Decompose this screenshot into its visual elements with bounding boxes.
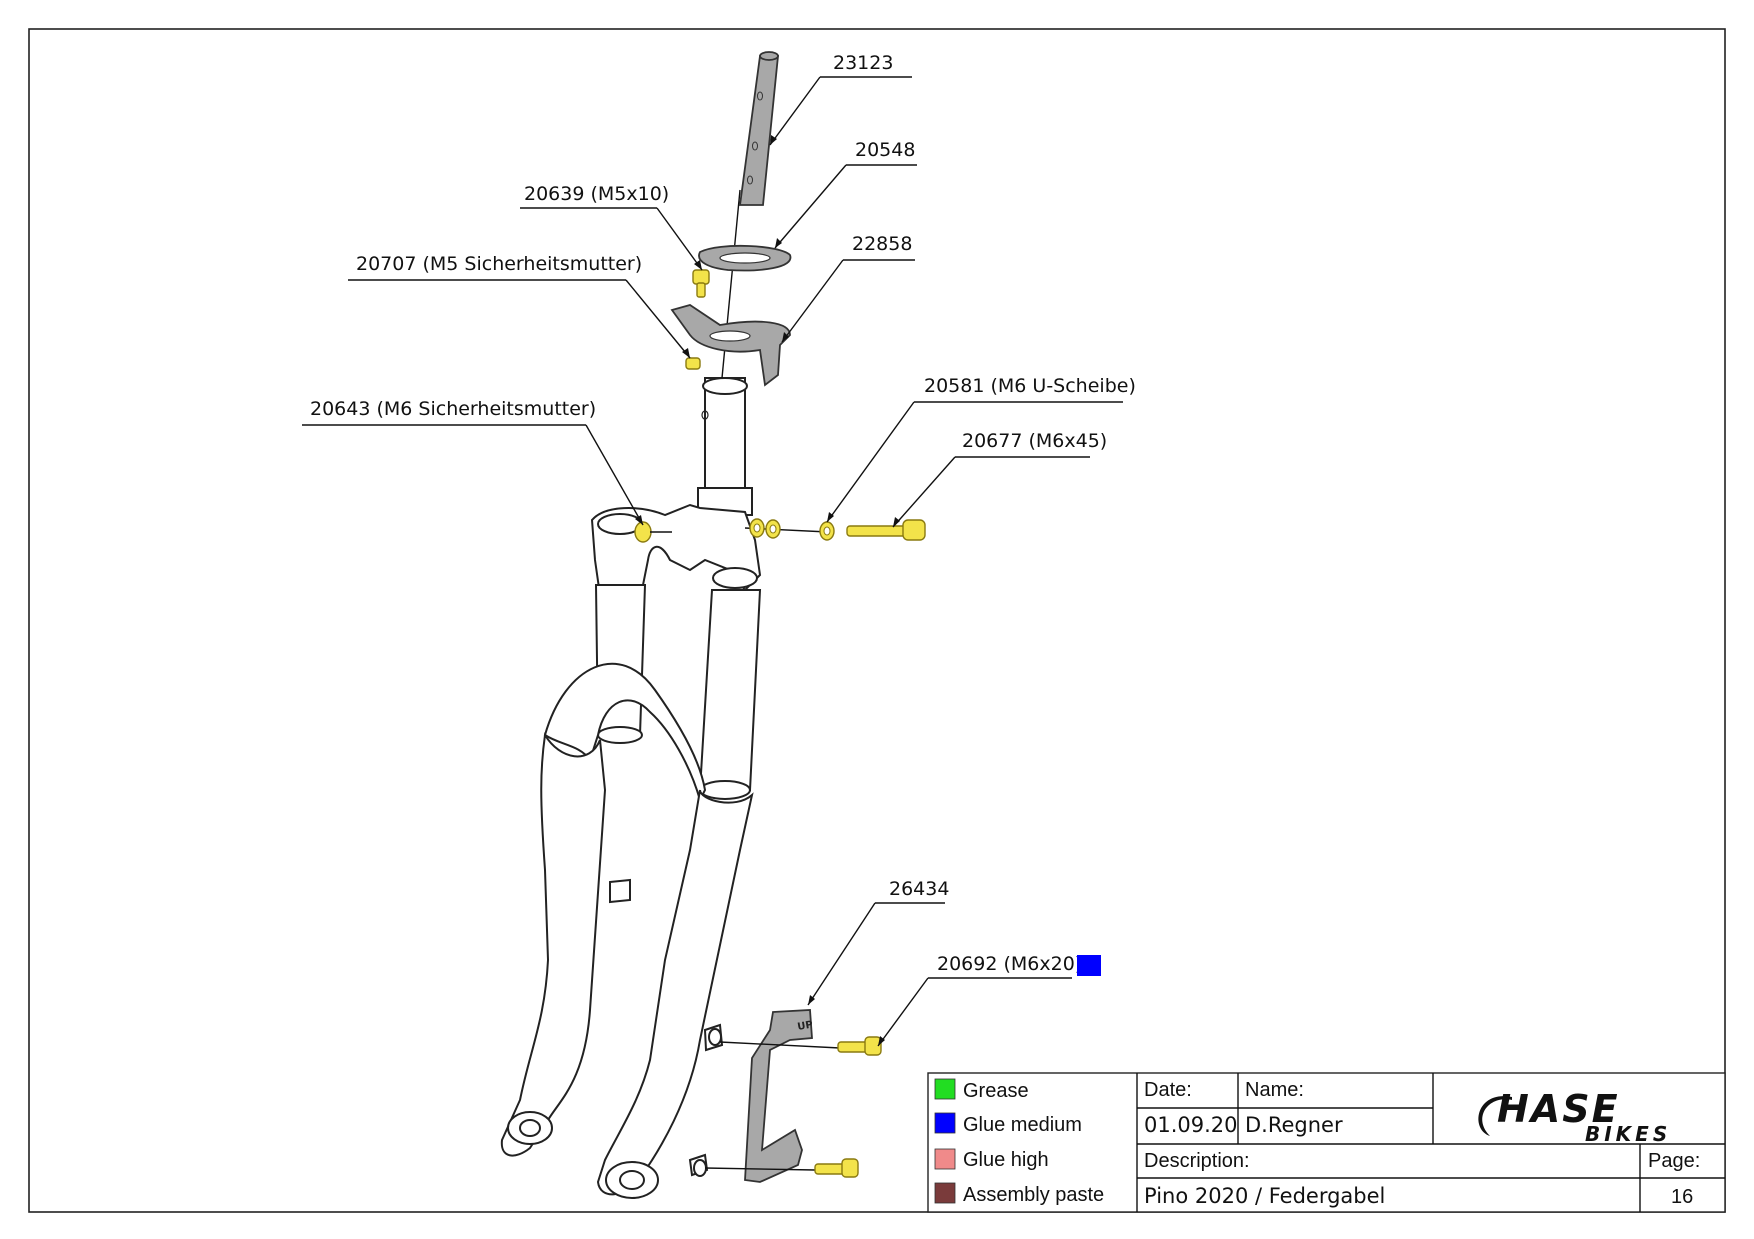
- material-legend: Grease Glue medium Glue high Assembly pa…: [934, 1078, 1104, 1206]
- legend-swatch-glue-medium: [934, 1112, 956, 1134]
- drawing-frame: [28, 28, 1726, 1213]
- callout-20639: 20639 (M5x10): [524, 183, 669, 205]
- legend-swatch-assembly-paste: [934, 1182, 956, 1204]
- title-block: Grease Glue medium Glue high Assembly pa…: [927, 1072, 1726, 1213]
- page-label: Page:: [1648, 1150, 1700, 1172]
- page-number: 16: [1671, 1186, 1693, 1208]
- callout-23123: 23123: [833, 52, 893, 74]
- name-value: D.Regner: [1245, 1113, 1343, 1137]
- legend-swatch-glue-high: [934, 1148, 956, 1170]
- legend-label-grease: Grease: [963, 1080, 1029, 1102]
- date-value: 01.09.20: [1144, 1113, 1238, 1137]
- description-value: Pino 2020 / Federgabel: [1144, 1184, 1385, 1208]
- hase-bikes-logo: HASE BIKES: [1478, 1087, 1671, 1146]
- callout-20692: 20692 (M6x20): [937, 953, 1082, 975]
- description-label: Description:: [1144, 1150, 1250, 1172]
- legend-label-assembly-paste: Assembly paste: [963, 1184, 1104, 1206]
- callout-20581: 20581 (M6 U-Scheibe): [924, 375, 1136, 397]
- logo-bikes-text: BIKES: [1585, 1122, 1671, 1146]
- callout-26434: 26434: [889, 878, 949, 900]
- adapter-up-mark: UP: [797, 1019, 814, 1033]
- name-label: Name:: [1245, 1079, 1304, 1101]
- legend-label-glue-high: Glue high: [963, 1149, 1049, 1171]
- glue-medium-marker: [1077, 955, 1101, 976]
- callout-20677: 20677 (M6x45): [962, 430, 1107, 452]
- callout-22858: 22858: [852, 233, 912, 255]
- callout-20643: 20643 (M6 Sicherheitsmutter): [310, 398, 596, 420]
- callouts: 23123 20548 22858 20639 (M5x10) 20707 (M…: [302, 52, 1136, 1047]
- date-label: Date:: [1144, 1079, 1192, 1101]
- legend-swatch-grease: [934, 1078, 956, 1100]
- fork-assembly: UP: [500, 51, 926, 1199]
- logo-hase-text: HASE: [1497, 1087, 1620, 1131]
- callout-20548: 20548: [855, 139, 915, 161]
- legend-label-glue-medium: Glue medium: [963, 1114, 1082, 1136]
- callout-20707: 20707 (M5 Sicherheitsmutter): [356, 253, 642, 275]
